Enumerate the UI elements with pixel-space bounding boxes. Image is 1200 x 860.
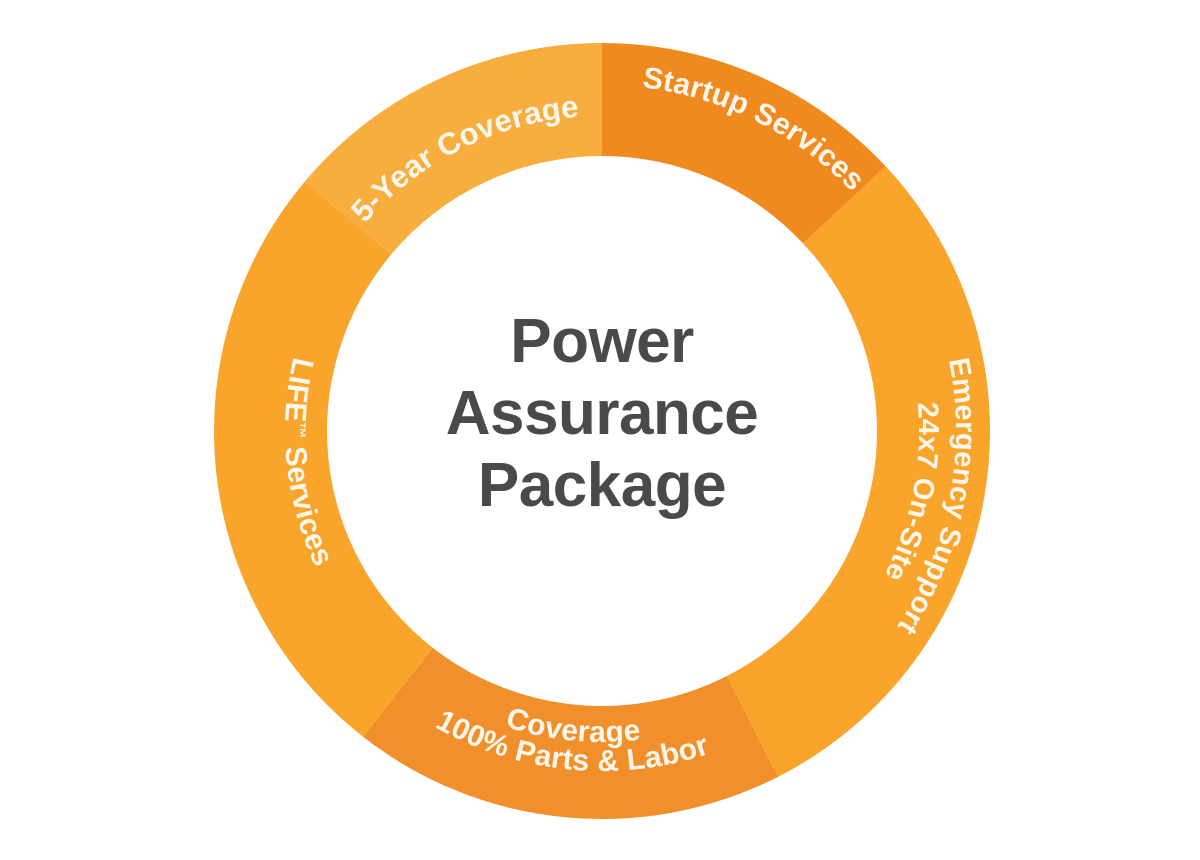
segment-parts-labor-coverage[interactable] (363, 647, 779, 819)
ring-segments (214, 43, 990, 819)
center-title-group: Power Assurance Package (446, 307, 759, 520)
label-life-trademark: ™ (290, 422, 309, 439)
center-title-line3: Package (478, 451, 726, 520)
segment-five-year-coverage[interactable] (304, 43, 602, 255)
center-title-line2: Assurance (446, 379, 759, 448)
center-title-line1: Power (510, 307, 694, 376)
segment-startup-services[interactable] (602, 43, 886, 244)
segment-life-services[interactable] (214, 181, 433, 737)
segment-emergency-support[interactable] (726, 166, 990, 777)
